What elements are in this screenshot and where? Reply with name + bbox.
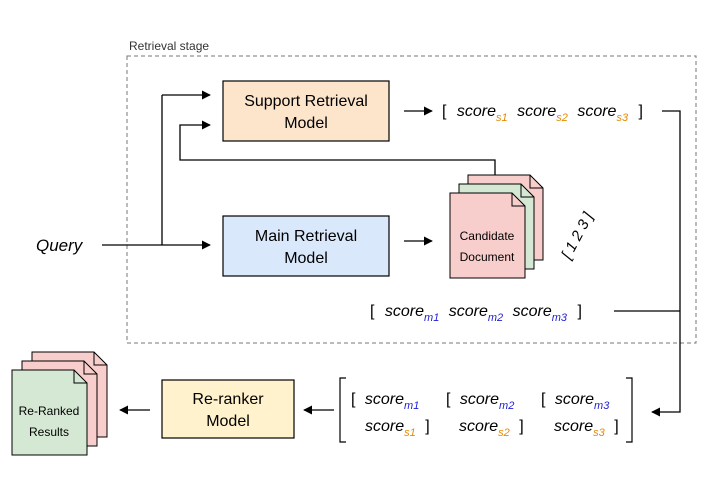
query-label: Query <box>36 236 84 255</box>
candidate-feedback-arrow <box>179 120 496 183</box>
candidate-order-label: [ 1 2 3 ] <box>558 209 597 263</box>
pair-2-main: [ scorem2 <box>446 391 514 412</box>
combined-score-matrix: [ scorem1 scores1 ] [ scorem2 scores2 ] … <box>339 377 633 443</box>
candidate-label-line2: Document <box>460 250 515 264</box>
support-scores: [ scores1 scores2 scores3 ] <box>442 103 643 125</box>
retrieval-stage-frame <box>126 55 697 344</box>
pair-3-support: scores3 ] <box>554 418 619 440</box>
results-doc-front <box>11 369 88 456</box>
main-model-line2: Model <box>284 250 328 267</box>
support-retrieval-model-box <box>222 80 390 142</box>
main-model-line1: Main Retrieval <box>255 228 357 245</box>
support-scores-connector <box>651 110 681 417</box>
reranker-line2: Model <box>206 413 250 430</box>
matrix-left-bracket <box>339 377 346 443</box>
reranker-model-box <box>161 379 295 439</box>
pair-1-support: scores1 ] <box>365 418 430 440</box>
main-scores: [ scorem1 scorem2 scorem3 ] <box>370 303 582 325</box>
candidate-label-line1: Candidate <box>460 229 515 243</box>
support-model-line1: Support Retrieval <box>244 93 368 110</box>
reranked-results-stack: Re-Ranked Results <box>11 351 108 456</box>
pair-3-main: [ scorem3 <box>541 391 610 412</box>
matrix-right-bracket <box>626 377 633 443</box>
retrieval-stage-label: Retrieval stage <box>129 39 209 53</box>
candidate-doc-front <box>449 192 526 279</box>
main-retrieval-model-box <box>222 215 390 277</box>
pair-2-support: scores2 ] <box>459 418 524 440</box>
pair-1-main: [ scorem1 <box>351 391 419 412</box>
support-model-line2: Model <box>284 115 328 132</box>
results-label-line1: Re-Ranked <box>19 404 80 418</box>
candidate-document-stack: Candidate Document <box>449 174 544 279</box>
reranker-line1: Re-ranker <box>192 391 264 408</box>
results-label-line2: Results <box>29 425 69 439</box>
